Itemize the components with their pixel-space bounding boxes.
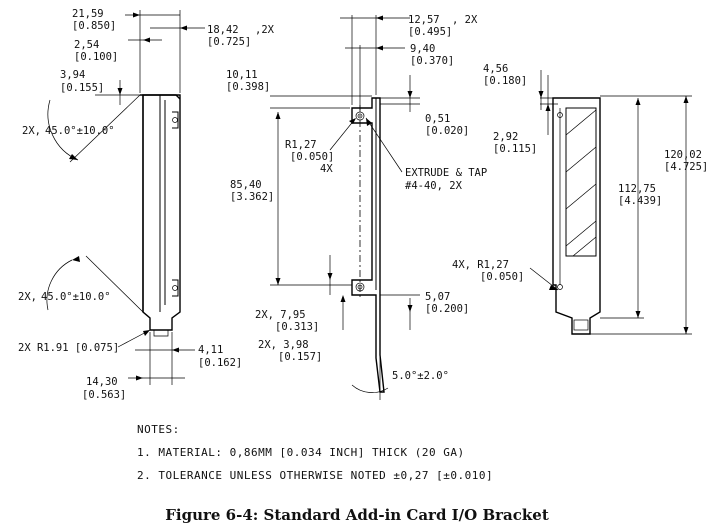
mid-radius-1x: 4X xyxy=(320,163,333,175)
mid-dim-1: 12,57 xyxy=(408,14,440,26)
left-view: 21,59 [0.850] 18,42 ,2X [0.725] 2,54 [0.… xyxy=(18,8,275,401)
mid-dim-8: 5,07 xyxy=(425,291,450,303)
note-2: 2. TOLERANCE UNLESS OTHERWISE NOTED ±0,2… xyxy=(137,469,493,482)
right-dim-3b: [4.725] xyxy=(664,161,708,173)
left-angle-2b: 45.0°±10.0° xyxy=(41,291,111,303)
left-dim-3b: [0.100] xyxy=(74,51,118,63)
left-dim-5b: [0.162] xyxy=(198,357,242,369)
right-dim-2b: [0.115] xyxy=(493,143,537,155)
mid-dim-8b: [0.200] xyxy=(425,303,469,315)
left-dim-4b: [0.155] xyxy=(60,82,104,94)
right-dim-4: 112,75 xyxy=(618,183,656,195)
left-dim-3: 2,54 xyxy=(74,39,99,51)
left-radius: 2X R1.91 [0.075] xyxy=(18,342,119,354)
left-dim-2x: ,2X xyxy=(255,24,275,36)
mid-dim-4: 0,51 xyxy=(425,113,450,125)
middle-bracket-outline xyxy=(351,97,385,393)
mid-dim-1b: [0.495] xyxy=(408,26,452,38)
mid-extrude-1: EXTRUDE & TAP xyxy=(405,167,487,179)
mid-dim-3b: [0.398] xyxy=(226,81,270,93)
left-dim-6: 14,30 xyxy=(86,376,118,388)
mid-dim-5b: [3.362] xyxy=(230,191,274,203)
left-bracket-outline xyxy=(140,94,181,337)
mid-extrude-2: #4-40, 2X xyxy=(405,180,463,192)
left-dim-1b: [0.850] xyxy=(72,20,116,32)
mid-dim-3: 10,11 xyxy=(226,69,258,81)
left-angle-1b: 45.0°±10.0° xyxy=(45,125,115,137)
mid-dim-5: 85,40 xyxy=(230,179,262,191)
mid-dim-2b: [0.370] xyxy=(410,55,454,67)
mid-angle: 5.0°±2.0° xyxy=(392,370,449,382)
mid-radius-1b: [0.050] xyxy=(290,151,334,163)
right-dim-4b: [4.439] xyxy=(618,195,662,207)
notes-block: NOTES: 1. MATERIAL: 0,86MM [0.034 INCH] … xyxy=(137,423,493,482)
right-dim-1: 4,56 xyxy=(483,63,508,75)
right-view: 4,56 [0.180] 2,92 [0.115] 120,02 [4.725]… xyxy=(452,63,708,335)
mid-dim-2: 9,40 xyxy=(410,43,435,55)
left-dim-2: 18,42 xyxy=(207,24,239,36)
notes-heading: NOTES: xyxy=(137,423,180,436)
mid-radius-1: R1,27 xyxy=(285,139,317,151)
mid-dim-7b: [0.157] xyxy=(278,351,322,363)
mid-dim-6: 2X, 7,95 xyxy=(255,309,306,321)
left-dim-1: 21,59 xyxy=(72,8,104,20)
right-dim-2: 2,92 xyxy=(493,131,518,143)
left-angle-2a: 2X, xyxy=(18,291,37,303)
mid-dim-7: 2X, 3,98 xyxy=(258,339,309,351)
figure-caption: Figure 6-4: Standard Add-in Card I/O Bra… xyxy=(165,506,549,524)
right-radius: 4X, R1,27 xyxy=(452,259,509,271)
left-angle-1a: 2X, xyxy=(22,125,41,137)
right-radius-b: [0.050] xyxy=(480,271,524,283)
mid-dim-1x: , 2X xyxy=(452,14,478,26)
mid-dim-6b: [0.313] xyxy=(275,321,319,333)
middle-view: 12,57 , 2X [0.495] 9,40 [0.370] 10,11 [0… xyxy=(226,14,487,400)
note-1: 1. MATERIAL: 0,86MM [0.034 INCH] THICK (… xyxy=(137,446,465,459)
left-dim-5: 4,11 xyxy=(198,344,223,356)
right-bracket-outline xyxy=(552,97,601,335)
left-dim-4: 3,94 xyxy=(60,69,85,81)
mid-dim-4b: [0.020] xyxy=(425,125,469,137)
right-dim-1b: [0.180] xyxy=(483,75,527,87)
left-dim-2b: [0.725] xyxy=(207,36,251,48)
right-dim-3: 120,02 xyxy=(664,149,702,161)
left-dim-6b: [0.563] xyxy=(82,389,126,401)
